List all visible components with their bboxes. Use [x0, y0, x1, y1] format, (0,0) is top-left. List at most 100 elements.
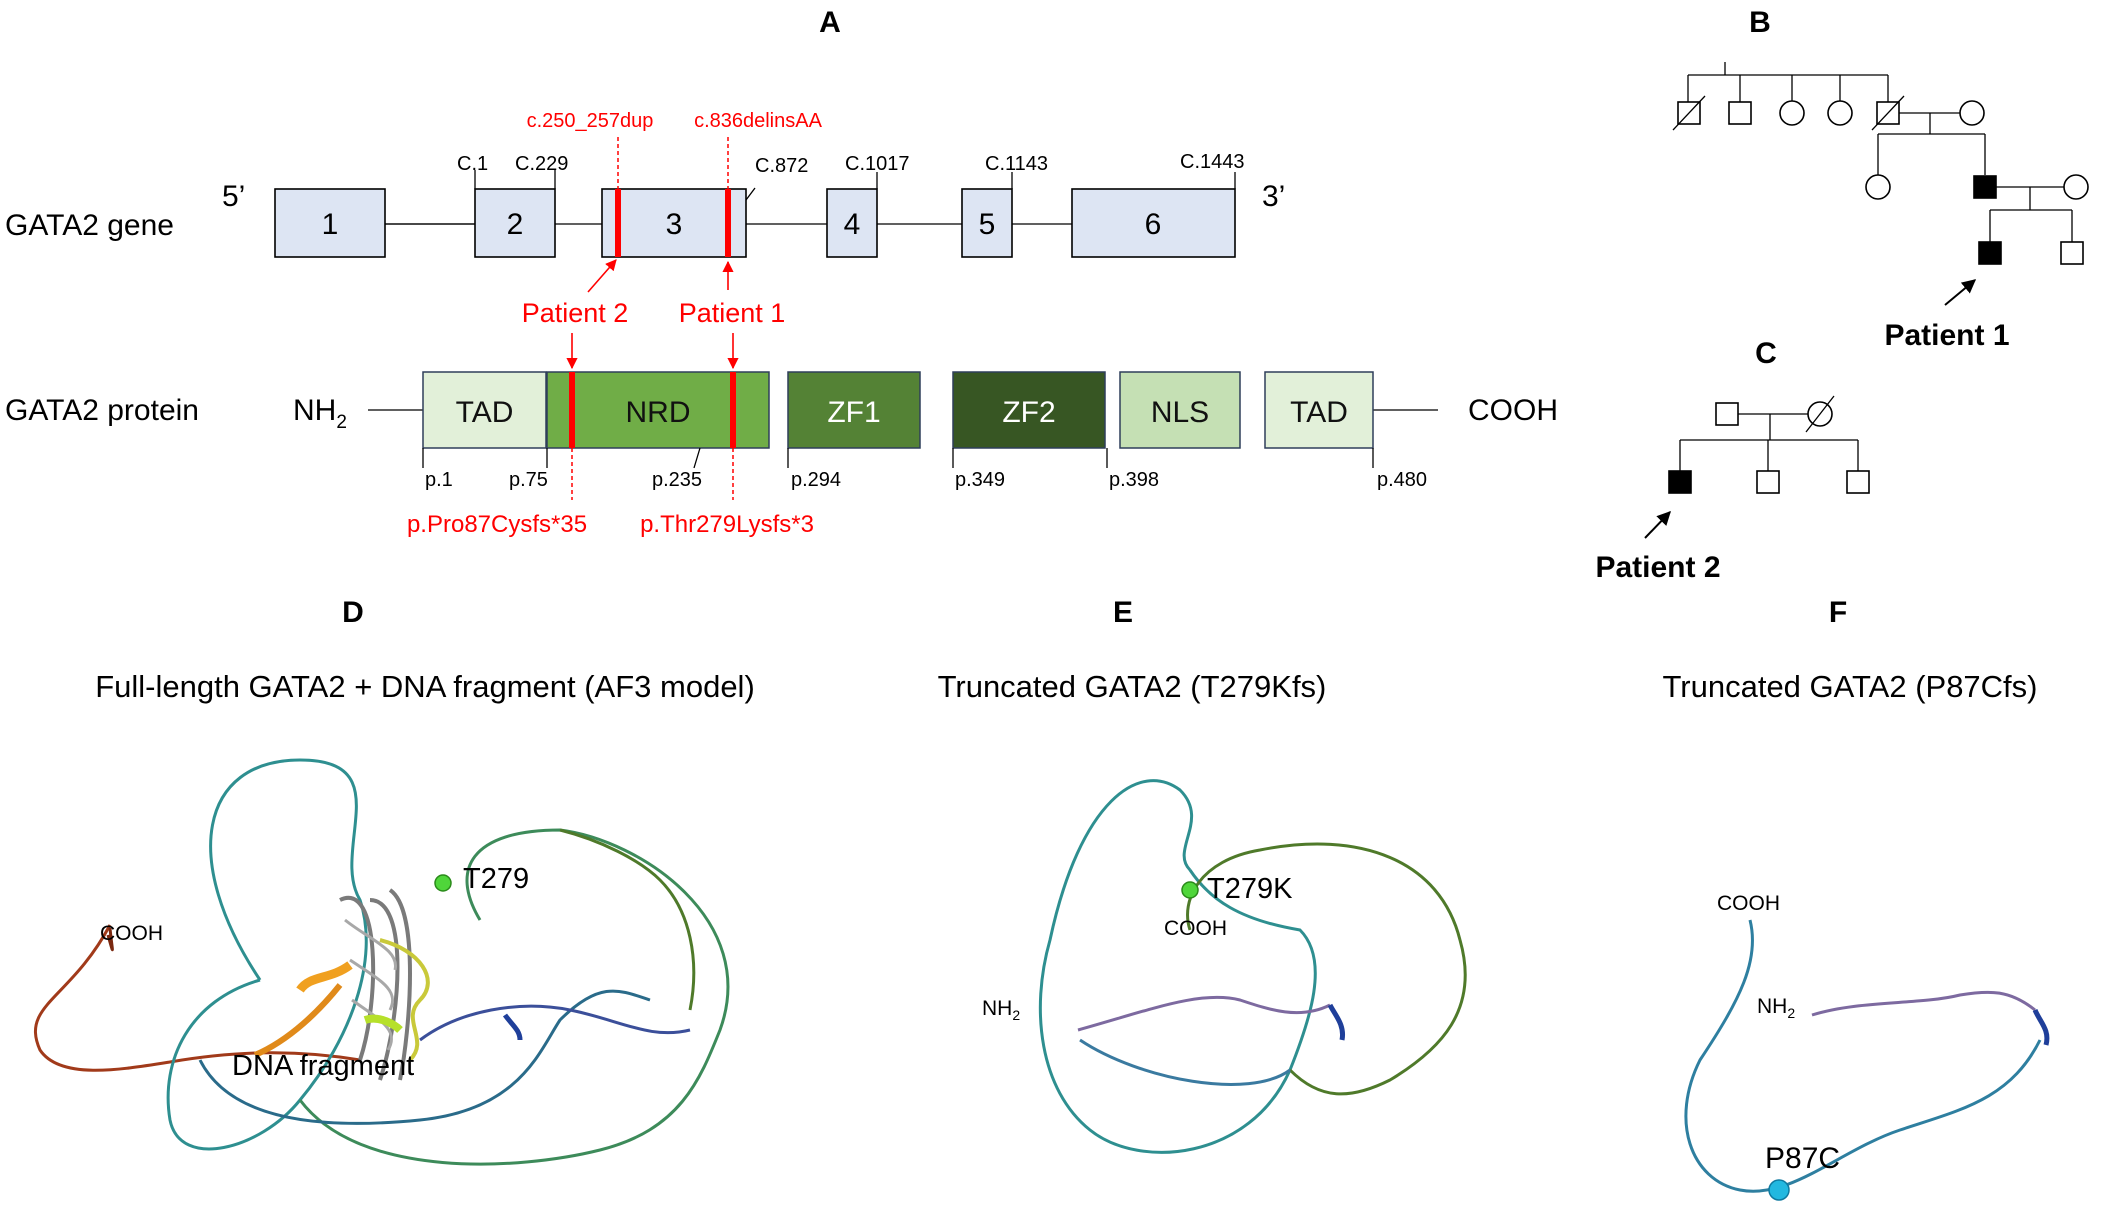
pedigree-b-brother [2060, 241, 2084, 265]
domain-tad-c [1264, 371, 1374, 449]
gene-mutation-delins: c.836delinsAA [694, 110, 823, 132]
exon-1-label: 1 [322, 208, 339, 241]
protein-label: GATA2 protein [5, 394, 199, 427]
structure-d-loop-inner [198, 989, 651, 1125]
panel-f-letter: F [1829, 596, 1847, 629]
gene-exons: 1 2 3 4 5 6 [274, 188, 1236, 258]
structure-e-loop-right [1186, 842, 1467, 1096]
pedigree-b-proband-arrow [1944, 279, 1977, 306]
structure-d-dna-label: DNA fragment [232, 1050, 414, 1082]
structure-e-nterm [1077, 995, 1331, 1032]
coord-c229: C.229 [515, 153, 568, 175]
structure-d-helix-orange [253, 983, 343, 1058]
structure-d [33, 758, 730, 1166]
exon-6-label: 6 [1145, 208, 1162, 241]
protein-domains: TAD NRD ZF1 ZF2 NLS TAD [422, 371, 1374, 449]
panel-c-letter: C [1755, 337, 1777, 370]
pedigree-b-proband-label: Patient 1 [1884, 319, 2009, 352]
pedigree-b-spouse [2063, 174, 2089, 200]
domain-tad-n [422, 371, 547, 449]
patient2-label-a: Patient 2 [522, 298, 629, 328]
pedigree-b-proband [1978, 241, 2002, 265]
structure-e [1038, 779, 1467, 1154]
structure-d-loop-left [166, 758, 368, 1151]
exon-3-label: 3 [666, 208, 683, 241]
protein-cooh: COOH [1468, 394, 1558, 427]
structure-d-znf [379, 938, 430, 1062]
exon-1 [274, 188, 386, 258]
structure-e-loop-left [1038, 779, 1317, 1154]
domain-zf1-label: ZF1 [827, 396, 880, 429]
pos-p235: p.235 [652, 469, 702, 491]
coord-c872: C.872 [755, 155, 808, 177]
pos-p480: p.480 [1377, 469, 1427, 491]
domain-nrd-label: NRD [626, 396, 691, 429]
pos-p1: p.1 [425, 469, 453, 491]
exon-6 [1071, 188, 1236, 258]
gene-coordinates: C.1 C.229 C.872 C.1017 C.1143 C.1443 [457, 151, 1245, 201]
panel-e-letter: E [1113, 596, 1133, 629]
exon-5-label: 5 [979, 208, 996, 241]
exon-2-label: 2 [507, 208, 524, 241]
pedigree-b [1672, 62, 2089, 306]
pos-p75: p.75 [509, 469, 548, 491]
pos-p294: p.294 [791, 469, 841, 491]
pedigree-c-father [1715, 402, 1739, 426]
pos-p349: p.349 [955, 469, 1005, 491]
gene-5prime: 5’ [222, 180, 245, 213]
coord-c1017: C.1017 [845, 153, 910, 175]
structure-e-cooh-label: COOH [1164, 917, 1227, 940]
structure-d-t279-site [434, 874, 452, 892]
protein-nh2: NH2 [293, 394, 347, 433]
exon-2 [474, 188, 556, 258]
structure-e-t279k-site [1181, 881, 1199, 899]
coord-c1143: C.1143 [985, 153, 1048, 175]
structure-d-dna [339, 888, 412, 1081]
domain-zf2-label: ZF2 [1002, 396, 1055, 429]
structure-f-chain [1684, 919, 2042, 1193]
pedigree-c-proband-label: Patient 2 [1595, 551, 1720, 584]
structure-e-t279k-label: T279K [1207, 873, 1293, 905]
pedigree-c [1644, 395, 1870, 539]
structure-d-t279-label: T279 [463, 863, 529, 895]
structure-d-nterm [419, 1004, 691, 1042]
protein-mutation-p87: p.Pro87Cysfs*35 [407, 511, 587, 538]
structure-d-cooh-label: COOH [100, 922, 163, 945]
exon-5 [961, 188, 1013, 258]
protein-positions: p.1 p.75 p.235 p.294 p.349 p.398 p.480 [422, 447, 1427, 491]
pedigree-c-proband [1668, 470, 1692, 494]
pedigree-c-sibling-2 [1846, 470, 1870, 494]
pedigree-b-gen1-female-2 [1827, 100, 1853, 126]
coord-c1443: C.1443 [1180, 151, 1245, 173]
panel-d-letter: D [342, 596, 364, 629]
gene-mutation-dup: c.250_257dup [527, 110, 654, 132]
structure-f-p87c-site [1768, 1179, 1790, 1201]
panel-f-title: Truncated GATA2 (P87Cfs) [1663, 669, 2038, 704]
domain-nls-label: NLS [1151, 396, 1209, 429]
domain-nls [1119, 371, 1241, 449]
structure-f [1684, 919, 2050, 1201]
structure-d-loop-right [298, 828, 730, 1166]
domain-tad-c-label: TAD [1290, 396, 1348, 429]
patient2-gene-arrow [587, 259, 617, 293]
pedigree-b-mother [1959, 100, 1985, 126]
exon-3 [601, 188, 747, 258]
coord-c1: C.1 [457, 153, 488, 175]
structure-f-p87c-label: P87C [1765, 1142, 1840, 1175]
gene-label: GATA2 gene [5, 209, 174, 242]
structure-e-nh2-label: NH2 [982, 997, 1020, 1023]
protein-mutation-t279: p.Thr279Lysfs*3 [640, 511, 814, 538]
domain-zf2 [952, 371, 1106, 449]
pedigree-b-sister [1865, 174, 1891, 200]
domain-tad-n-label: TAD [456, 396, 514, 429]
panel-b-letter: B [1749, 6, 1771, 39]
pedigree-b-gen1-female-1 [1779, 100, 1805, 126]
exon-4-label: 4 [844, 208, 861, 241]
structure-d-cterm-tail [33, 924, 361, 1072]
domain-zf1 [787, 371, 921, 449]
structure-f-nterm [1811, 990, 2036, 1017]
pedigree-b-gen1-male [1728, 101, 1752, 125]
panel-d-title: Full-length GATA2 + DNA fragment (AF3 mo… [95, 669, 755, 704]
pedigree-b-affected-father [1973, 175, 1997, 199]
